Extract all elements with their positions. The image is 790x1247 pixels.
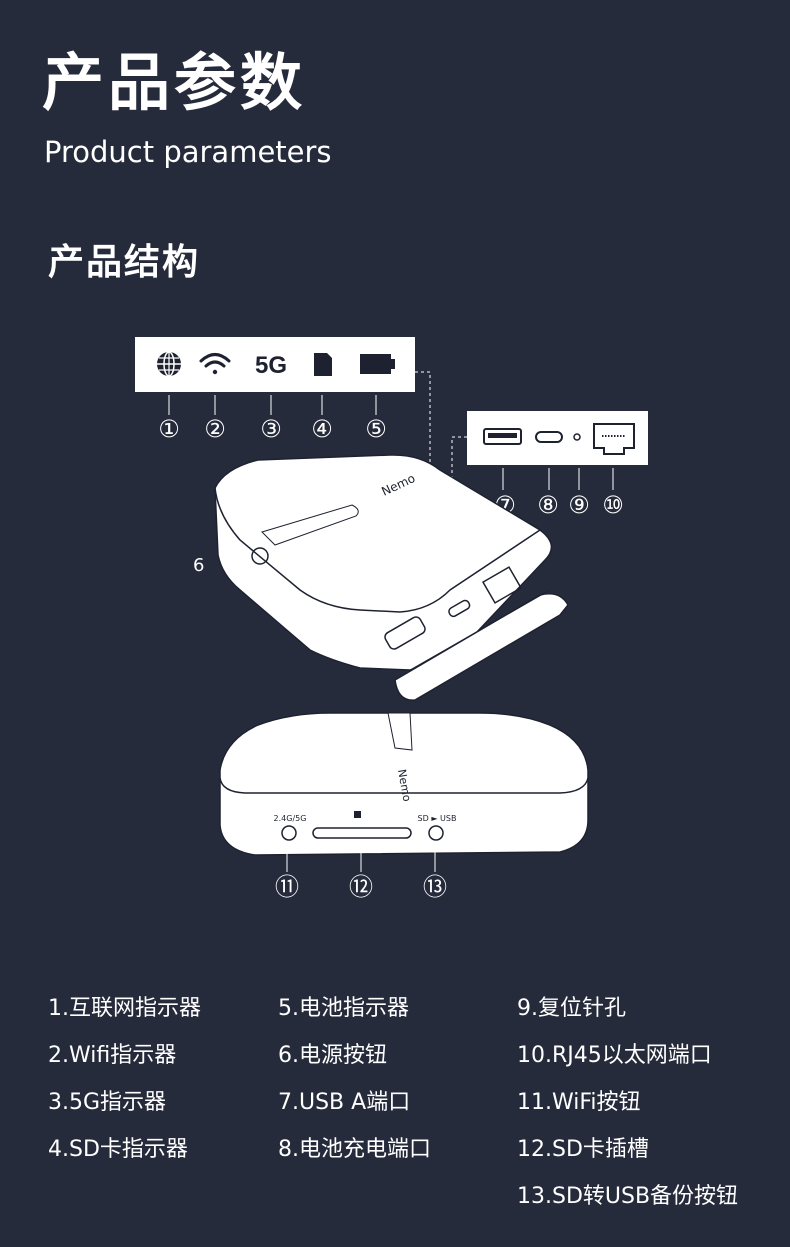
list-item: 1.互联网指示器 [48, 985, 201, 1032]
sd-card-icon [314, 353, 332, 376]
callout-11: ⑪ [275, 873, 299, 901]
list-item: 2.Wifi指示器 [48, 1032, 201, 1079]
section-title: 产品结构 [48, 245, 200, 281]
callout-2: ② [204, 415, 226, 443]
indicator-panel: 5G [135, 337, 415, 392]
battery-icon [360, 354, 395, 374]
callout-13: ⑬ [423, 873, 447, 901]
callout-9: ⑨ [568, 491, 590, 519]
list-item: 11.WiFi按钮 [517, 1079, 738, 1126]
globe-icon [157, 352, 181, 376]
page-subtitle: Product parameters [44, 138, 332, 167]
parts-list-col2: 5.电池指示器 6.电源按钮 7.USB A端口 8.电池充电端口 [278, 985, 431, 1173]
list-item: 9.复位针孔 [517, 985, 738, 1032]
callout-10: ⑩ [602, 491, 624, 519]
list-item: 6.电源按钮 [278, 1032, 431, 1079]
wifi-band-label: 2.4G/5G [274, 814, 307, 823]
callout-12: ⑫ [349, 873, 373, 901]
5g-icon: 5G [255, 352, 287, 379]
parts-list-col1: 1.互联网指示器 2.Wifi指示器 3.5G指示器 4.SD卡指示器 [48, 985, 201, 1173]
list-item: 5.电池指示器 [278, 985, 431, 1032]
router-device-bottom: Nemo 2.4G/5G SD ► USB [220, 713, 588, 855]
list-item: 7.USB A端口 [278, 1079, 431, 1126]
product-structure-diagram: 5G ① ② ③ ④ ⑤ [0, 300, 790, 920]
callout-8: ⑧ [537, 491, 559, 519]
callout-5: ⑤ [365, 415, 387, 443]
list-item: 13.SD转USB备份按钮 [517, 1173, 738, 1220]
callout-3: ③ [260, 415, 282, 443]
port-panel [467, 411, 648, 465]
list-item: 10.RJ45以太网端口 [517, 1032, 738, 1079]
parts-list-col3: 9.复位针孔 10.RJ45以太网端口 11.WiFi按钮 12.SD卡插槽 1… [517, 985, 738, 1220]
callout-1: ① [158, 415, 180, 443]
list-item: 8.电池充电端口 [278, 1126, 431, 1173]
sd-usb-label: SD ► USB [418, 814, 457, 823]
callout-4: ④ [311, 415, 333, 443]
callout-6: 6 [193, 555, 204, 576]
list-item: 3.5G指示器 [48, 1079, 201, 1126]
sd-slot-icon [354, 811, 361, 818]
list-item: 4.SD卡指示器 [48, 1126, 201, 1173]
list-item: 12.SD卡插槽 [517, 1126, 738, 1173]
page-title: 产品参数 [42, 52, 306, 114]
